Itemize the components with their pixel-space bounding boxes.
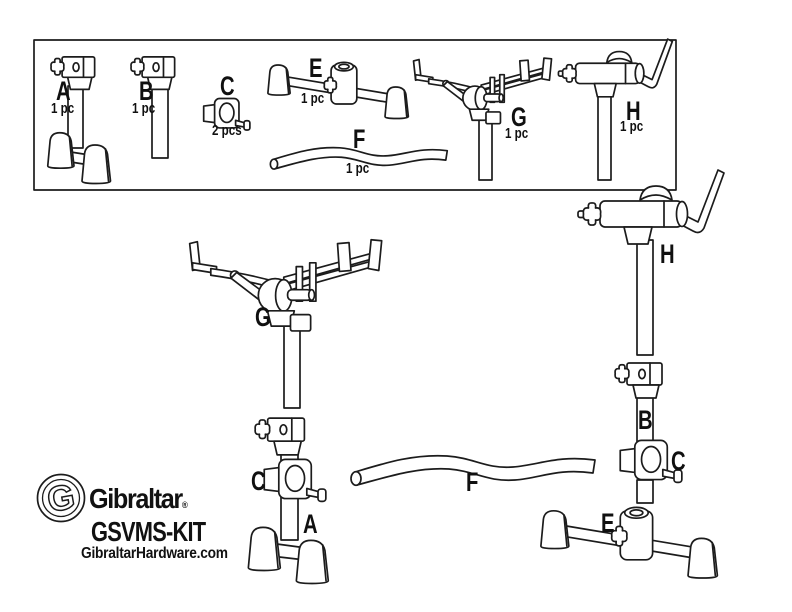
parts-box-border bbox=[34, 40, 676, 190]
assembly-label-h: H bbox=[660, 239, 675, 269]
brand-website: GibraltarHardware.com bbox=[81, 545, 228, 562]
registered-mark: ® bbox=[181, 500, 188, 510]
part-b-thumbnail bbox=[131, 57, 175, 158]
brand-name-text: Gibraltar bbox=[89, 483, 183, 514]
part-g-qty: 1 pc bbox=[505, 126, 529, 142]
part-h-thumbnail bbox=[558, 39, 672, 180]
assembly-label-f: F bbox=[466, 467, 478, 497]
part-f-label: F bbox=[353, 124, 365, 154]
assembly-label-a: A bbox=[303, 509, 318, 539]
part-f-qty: 1 pc bbox=[346, 161, 370, 177]
part-b-qty: 1 pc bbox=[132, 101, 156, 117]
part-h-label: H bbox=[626, 96, 641, 126]
assembly-clamp-c-right bbox=[619, 439, 683, 503]
assembly-base-e bbox=[541, 507, 717, 578]
part-a-label: A bbox=[56, 76, 71, 106]
part-e-label: E bbox=[309, 53, 323, 83]
part-c-label: C bbox=[220, 71, 235, 101]
brand-wordmark: Gibraltar® bbox=[89, 485, 188, 513]
part-e-qty: 1 pc bbox=[301, 91, 325, 107]
assembly-label-b: B bbox=[638, 405, 653, 435]
part-g-label: G bbox=[511, 102, 527, 132]
product-model: GSVMS-KIT bbox=[91, 516, 206, 547]
part-a-qty: 1 pc bbox=[51, 101, 75, 117]
gibraltar-logo: G bbox=[38, 475, 85, 522]
assembly-basket-g bbox=[188, 238, 383, 408]
assembly-label-g: G bbox=[255, 302, 271, 332]
assembly-upright-a-with-clamp-c bbox=[247, 418, 330, 585]
gibraltar-logo-g: G bbox=[44, 477, 78, 520]
part-b-label: B bbox=[139, 76, 154, 106]
part-g-thumbnail bbox=[412, 57, 553, 180]
part-h-qty: 1 pc bbox=[620, 119, 644, 135]
assembly-label-c-right: C bbox=[671, 446, 686, 476]
assembly-label-c-left: C bbox=[251, 466, 266, 496]
part-a-thumbnail bbox=[46, 57, 112, 185]
part-c-qty: 2 pcs bbox=[212, 123, 242, 139]
part-e-thumbnail bbox=[268, 62, 408, 118]
assembly-label-e: E bbox=[601, 508, 615, 538]
assembly-arm-h bbox=[578, 170, 724, 355]
